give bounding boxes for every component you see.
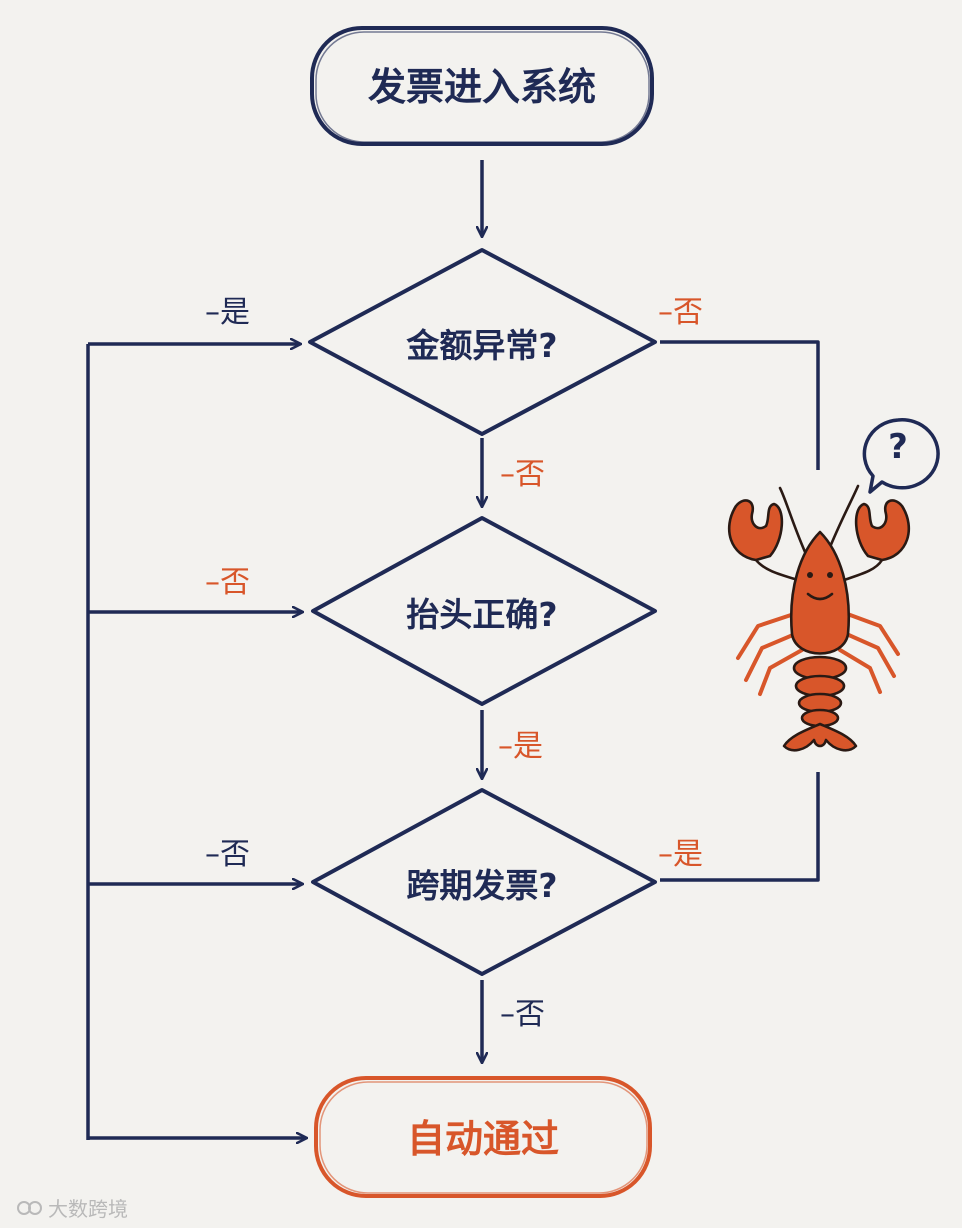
label-period-no-down: –否 [500,997,545,1032]
speech-bubble-text: ? [888,427,908,467]
end-node: 自动通过 [316,1078,650,1196]
label-amount-no-down: –否 [500,457,545,492]
watermark-text: 大数跨境 [48,1197,128,1221]
decision-amount-label: 金额异常? [405,326,557,365]
label-header-yes-down: –是 [498,729,543,764]
label-amount-no-right: –否 [658,295,703,330]
crayfish-icon [729,486,909,750]
end-node-label: 自动通过 [407,1117,559,1161]
decision-period-label: 跨期发票? [406,866,557,905]
watermark: 大数跨境 [18,1197,128,1221]
speech-bubble: ? [864,420,938,492]
label-amount-yes: –是 [205,295,250,330]
label-period-no-left: –否 [205,837,250,872]
start-node: 发票进入系统 [312,28,652,144]
decision-period-node: 跨期发票? [313,790,655,974]
decision-header-label: 抬头正确? [406,595,557,634]
label-period-yes-right: –是 [658,837,703,872]
start-node-label: 发票进入系统 [368,65,596,109]
decision-header-node: 抬头正确? [313,518,655,704]
decision-amount-node: 金额异常? [310,250,655,434]
label-header-no-left: –否 [205,565,250,600]
edge-amount-right [660,342,818,470]
